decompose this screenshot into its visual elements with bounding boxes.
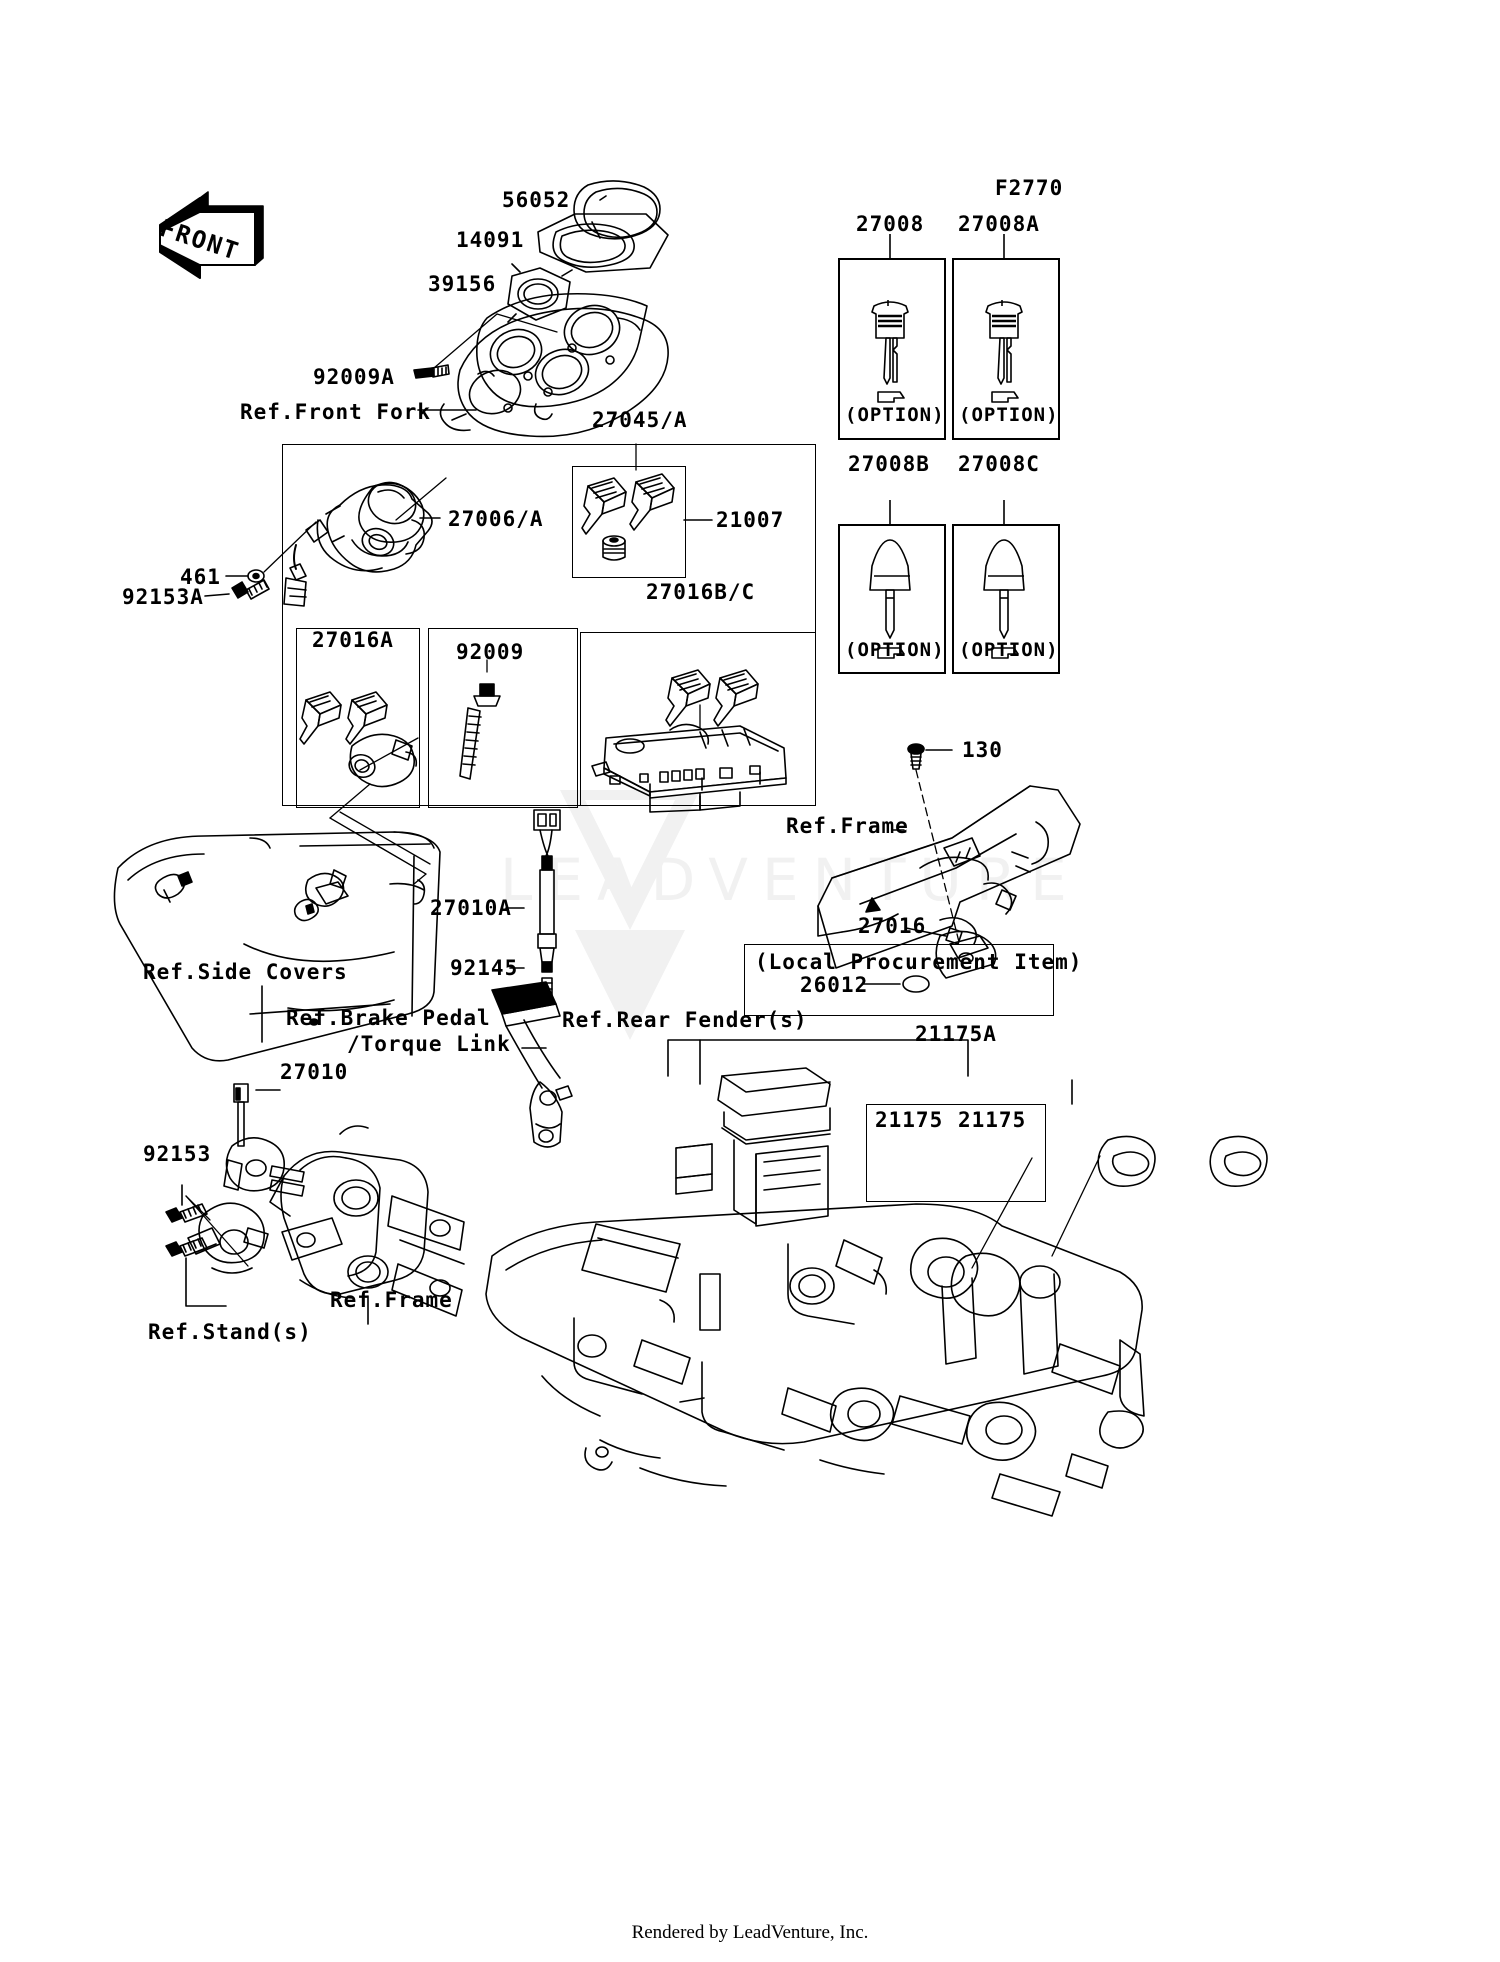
front-arrow-icon xyxy=(159,191,264,279)
round-key-icon-27008C xyxy=(983,539,1025,659)
round-key-icon-27008B xyxy=(869,539,911,659)
label-461[interactable]: 461 xyxy=(180,565,221,589)
group-box-21175A xyxy=(866,1104,1046,1202)
part-26012-bulb xyxy=(902,975,930,993)
part-21007-keys-and-lock xyxy=(581,473,675,561)
label-ref-brake-pedal-2[interactable]: /Torque Link xyxy=(347,1032,511,1056)
label-92153A[interactable]: 92153A xyxy=(122,585,204,609)
ref-frame-top-assembly xyxy=(817,785,1081,979)
label-local-procurement: (Local Procurement Item) xyxy=(755,950,1083,974)
part-92153A-bolt xyxy=(231,579,270,600)
label-27010[interactable]: 27010 xyxy=(280,1060,349,1084)
option-box-27008A xyxy=(952,258,1060,440)
part-14091-cap xyxy=(537,213,669,273)
option-text-27008B: (OPTION) xyxy=(845,639,945,661)
group-box-27016A xyxy=(296,628,420,808)
label-92145[interactable]: 92145 xyxy=(450,956,519,980)
part-92009-screw xyxy=(459,683,501,780)
label-130[interactable]: 130 xyxy=(962,738,1003,762)
label-27016A[interactable]: 27016A xyxy=(312,628,394,652)
option-label-27008B[interactable]: 27008B xyxy=(848,452,930,476)
ref-brake-pedal xyxy=(491,981,573,1148)
label-ref-stand[interactable]: Ref.Stand(s) xyxy=(148,1320,312,1344)
label-27045A[interactable]: 27045/A xyxy=(592,408,688,432)
group-box-27016BC xyxy=(580,632,816,806)
part-56052-emblem xyxy=(573,180,661,240)
label-27016BC[interactable]: 27016B/C xyxy=(646,580,756,604)
label-ref-side-covers[interactable]: Ref.Side Covers xyxy=(143,960,348,984)
label-ref-rear-fender[interactable]: Ref.Rear Fender(s) xyxy=(562,1008,808,1032)
option-box-27008B xyxy=(838,524,946,674)
ref-side-covers xyxy=(113,831,441,1062)
part-92153-bolts xyxy=(165,1203,208,1257)
label-21175-left[interactable]: 21175 xyxy=(875,1108,944,1132)
label-27016[interactable]: 27016 xyxy=(858,914,927,938)
group-box-local-procurement xyxy=(744,944,1054,1016)
part-27016A-keys-switch xyxy=(299,691,418,788)
part-front-fork-upper-bracket xyxy=(439,292,669,438)
label-21007[interactable]: 21007 xyxy=(716,508,785,532)
label-14091[interactable]: 14091 xyxy=(456,228,525,252)
part-27006A-ignition-switch xyxy=(283,481,433,607)
option-text-27008C: (OPTION) xyxy=(959,639,1059,661)
flat-key-icon-27008A xyxy=(985,300,1023,403)
option-label-27008A[interactable]: 27008A xyxy=(958,212,1040,236)
option-label-27008C[interactable]: 27008C xyxy=(958,452,1040,476)
option-text-27008: (OPTION) xyxy=(845,404,945,426)
label-21175A[interactable]: 21175A xyxy=(915,1022,997,1046)
label-21175-right[interactable]: 21175 xyxy=(958,1108,1027,1132)
label-ref-brake-pedal-1[interactable]: Ref.Brake Pedal xyxy=(286,1006,491,1030)
option-box-27008C xyxy=(952,524,1060,674)
label-92009A[interactable]: 92009A xyxy=(313,365,395,389)
ref-rear-fender-assembly xyxy=(485,1067,1145,1517)
option-box-27008 xyxy=(838,258,946,440)
part-21175-pad-right xyxy=(1209,1135,1268,1188)
diagram-code: F2770 xyxy=(995,176,1064,200)
part-27010-stand-switch xyxy=(187,1083,305,1274)
label-ref-front-fork[interactable]: Ref.Front Fork xyxy=(240,400,432,424)
label-56052[interactable]: 56052 xyxy=(502,188,571,212)
label-27010A[interactable]: 27010A xyxy=(430,896,512,920)
option-text-27008A: (OPTION) xyxy=(959,404,1059,426)
group-box-21007 xyxy=(572,466,686,578)
part-92009A-screw xyxy=(413,364,450,379)
part-27016BC-ecu-keys xyxy=(591,669,787,813)
label-39156[interactable]: 39156 xyxy=(428,272,497,296)
part-21175-pad-left xyxy=(1097,1135,1156,1188)
part-130-bolt xyxy=(907,743,925,770)
option-label-27008[interactable]: 27008 xyxy=(856,212,925,236)
render-credit: Rendered by LeadVenture, Inc. xyxy=(631,1922,869,1943)
part-27010A-switch xyxy=(533,809,561,973)
label-ref-frame-top[interactable]: Ref.Frame xyxy=(786,814,909,838)
flat-key-icon-27008 xyxy=(871,300,909,403)
ref-frame-bottom xyxy=(269,1125,465,1317)
label-ref-frame-bottom[interactable]: Ref.Frame xyxy=(330,1288,453,1312)
label-92153[interactable]: 92153 xyxy=(143,1142,212,1166)
label-92009[interactable]: 92009 xyxy=(456,640,525,664)
label-27006A[interactable]: 27006/A xyxy=(448,507,544,531)
label-26012[interactable]: 26012 xyxy=(800,973,869,997)
group-box-27006 xyxy=(282,444,816,806)
group-box-92009 xyxy=(428,628,578,808)
